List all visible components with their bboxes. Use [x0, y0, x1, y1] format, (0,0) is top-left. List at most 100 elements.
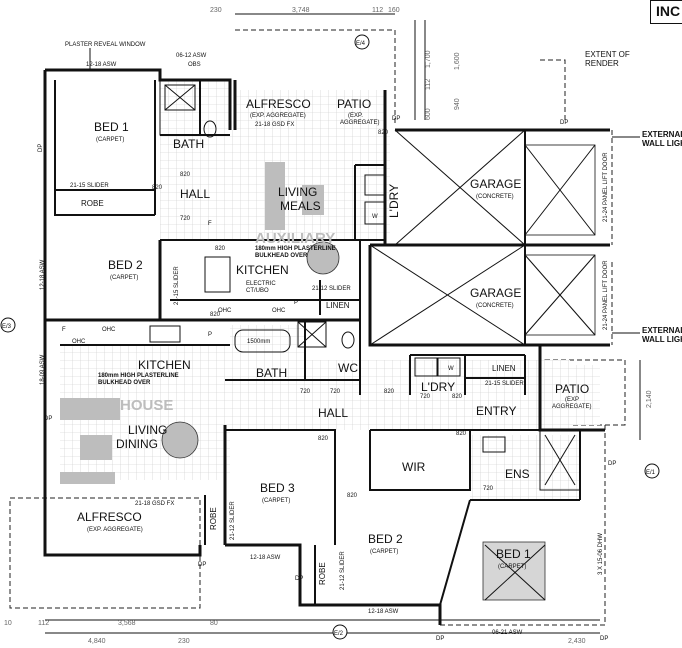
- code-w-bed3-bottom: 12-18 ASW: [250, 555, 281, 561]
- note-external-wall-1a: EXTERNAL: [642, 130, 682, 139]
- fixture-ohc-aux-2: OHC: [272, 308, 286, 314]
- room-aux-ldry: L'DRY: [387, 184, 401, 218]
- code-garage-door-1: 21-24 PANEL LIFT DOOR: [603, 152, 609, 222]
- room-h-patio-floor-1: (EXP: [565, 397, 579, 403]
- dim-vert-1600: 1,600: [454, 52, 461, 70]
- dim-bottom-112: 112: [38, 620, 49, 627]
- door-code: 820: [318, 436, 329, 442]
- room-aux-bed1-floor: (CARPET): [96, 137, 124, 143]
- room-aux-living: LIVING: [278, 185, 317, 199]
- fixture-washer-house: W: [448, 366, 454, 372]
- fixture-dp: DP: [44, 416, 52, 422]
- code-w-bed1-right: 3 X 15-06 DHW: [598, 533, 604, 575]
- fixture-washer-aux: W: [372, 214, 378, 220]
- note-external-wall-1b: WALL LIGH: [642, 139, 682, 148]
- door-codes: 820 720 820 820 820 820 720 720 820 720 …: [152, 130, 494, 499]
- room-h-dining: DINING: [116, 437, 158, 451]
- door-code: 820: [215, 246, 226, 252]
- fixture-pantry-aux: P: [294, 300, 298, 306]
- dim-vert-1700: 1,700: [425, 50, 432, 68]
- room-h-ens: ENS: [505, 467, 530, 481]
- note-external-wall-2a: EXTERNAL: [642, 326, 682, 335]
- room-aux-linen: LINEN: [326, 301, 350, 310]
- room-aux-patio-floor-2: AGGREGATE): [340, 120, 380, 126]
- room-h-bed3: BED 3: [260, 481, 295, 495]
- door-code: 720: [483, 486, 494, 492]
- room-h-bed3-floor: (CARPET): [262, 498, 290, 504]
- code-w-top-bed1: 12-18 ASW: [86, 62, 117, 68]
- fixture-pantry-house: P: [208, 332, 212, 338]
- note-bulkhead-aux-1: 180mm HIGH PLASTERLINE: [255, 246, 336, 252]
- room-h-bed1: BED 1: [496, 547, 531, 561]
- marker-e3: E/3: [2, 324, 12, 330]
- dim-bottom-230: 230: [178, 638, 190, 645]
- tiled-areas: [60, 80, 600, 500]
- door-code: 820: [210, 312, 221, 318]
- door-code: 820: [378, 130, 389, 136]
- fixture-dp: DP: [38, 144, 44, 152]
- code-w-top-bath-obs: OBS: [188, 62, 201, 68]
- dimension-lines: 230 3,748 112 160 10 112 3,568 80 4,840 …: [4, 7, 653, 645]
- note-bulkhead-house-2: BULKHEAD OVER: [98, 380, 151, 386]
- door-code: 820: [452, 394, 463, 400]
- dim-top-230: 230: [210, 7, 222, 14]
- dim-top-3748: 3,748: [292, 7, 310, 14]
- dim-top-112: 112: [372, 7, 383, 14]
- house-walls: [43, 84, 605, 625]
- room-h-bed1-floor: (CARPET): [498, 564, 526, 570]
- code-w-bed2-bottom: 12-18 ASW: [368, 609, 399, 615]
- drawing-title: INC: [656, 3, 681, 19]
- dim-bottom-2430: 2,430: [568, 638, 586, 645]
- note-cooktop: CT/UBO: [246, 288, 269, 294]
- door-code: 720: [420, 394, 431, 400]
- fixture-bath-size: 1500mm: [247, 339, 270, 345]
- room-aux-patio: PATIO: [337, 97, 371, 111]
- room-aux-kitchen: KITCHEN: [236, 263, 289, 277]
- room-h-bed2-floor: (CARPET): [370, 549, 398, 555]
- room-h-ldry: L'DRY: [421, 380, 455, 394]
- garage-walls: [368, 128, 610, 347]
- door-code: 720: [300, 389, 311, 395]
- code-slider-bed3: 21-12 SLIDER: [230, 501, 236, 540]
- fixture-ohc-house-2: OHC: [102, 327, 116, 333]
- watermark-house: HOUSE: [120, 397, 173, 414]
- dim-vert-112: 112: [425, 79, 432, 90]
- dim-vert-940: 940: [454, 98, 461, 110]
- dim-bottom-3568: 3,568: [118, 620, 136, 627]
- code-slider-bed1: 21-15 SLIDER: [70, 183, 109, 189]
- note-bulkhead-aux-2: BULKHEAD OVER: [255, 253, 308, 259]
- code-slider-linen: 21-12 SLIDER: [312, 286, 351, 292]
- room-aux-bath: BATH: [173, 137, 204, 151]
- fixture-dp: DP: [600, 636, 608, 642]
- door-code: 820: [456, 431, 467, 437]
- note-bulkhead-house-1: 180mm HIGH PLASTERLINE: [98, 373, 179, 379]
- fixture-ohc-aux: OHC: [218, 308, 232, 314]
- marker-e1: E/1: [646, 470, 656, 476]
- room-aux-bed2-floor: (CARPET): [110, 275, 138, 281]
- room-h-bed2: BED 2: [368, 532, 403, 546]
- room-h-linen: LINEN: [492, 364, 516, 373]
- fixture-dp: DP: [436, 636, 444, 642]
- room-h-bath: BATH: [256, 366, 287, 380]
- door-code: 820: [347, 493, 358, 499]
- dim-bottom-4840: 4,840: [88, 638, 106, 645]
- room-h-hall: HALL: [318, 406, 348, 420]
- note-extent-render-1: EXTENT OF: [585, 50, 630, 59]
- room-aux-bed2: BED 2: [108, 258, 143, 272]
- room-h-entry: ENTRY: [476, 404, 516, 418]
- door-code: 820: [384, 389, 395, 395]
- note-extent-render-2: RENDER: [585, 59, 619, 68]
- fixture-dp: DP: [198, 562, 206, 568]
- marker-e4: E/4: [356, 41, 366, 47]
- code-w-bed1-bottom: 06-21 ASW: [492, 630, 523, 636]
- door-code: 720: [330, 389, 341, 395]
- code-w-left-bed2: 12-18 ASW: [40, 259, 46, 290]
- room-h-patio-floor-2: AGGREGATE): [552, 404, 592, 410]
- dim-vert-600: 600: [425, 108, 432, 120]
- fixture-dp: DP: [560, 120, 568, 126]
- door-code: 820: [152, 185, 163, 191]
- room-h-alfresco: ALFRESCO: [77, 510, 142, 524]
- room-garage-2-floor: (CONCRETE): [476, 303, 514, 309]
- door-code: 720: [180, 216, 191, 222]
